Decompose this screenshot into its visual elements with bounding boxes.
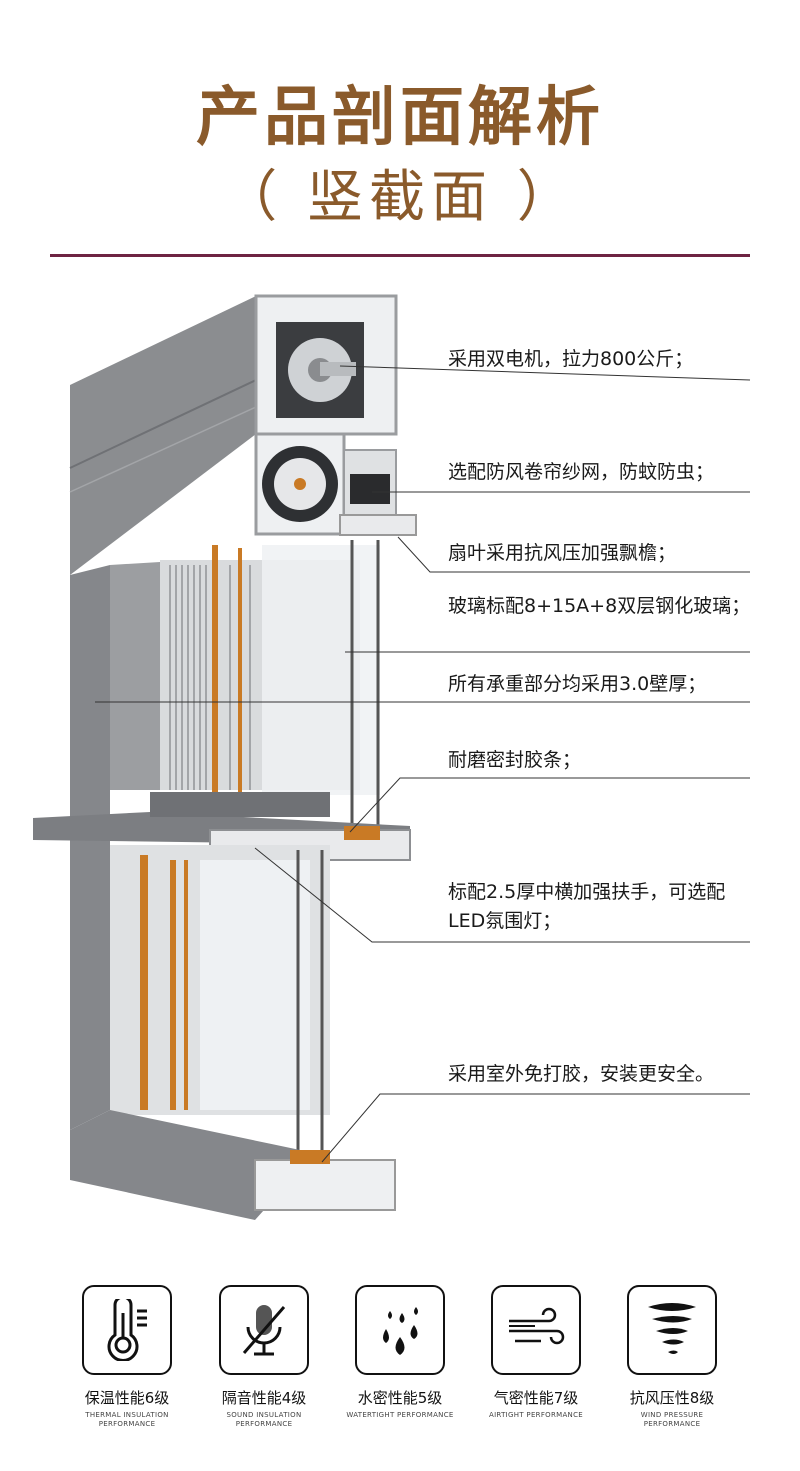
feature-sublabel: AIRTIGHT PERFORMANCE bbox=[488, 1411, 584, 1419]
page-title: 产品剖面解析 bbox=[196, 81, 604, 155]
wind-icon bbox=[491, 1285, 581, 1375]
feature-wind-pressure: 抗风压性8级 WIND PRESSURE PERFORMANCE bbox=[597, 1285, 747, 1429]
page-subtitle: （ 竖截面 ） bbox=[221, 165, 579, 230]
feature-label: 抗风压性8级 bbox=[629, 1389, 715, 1407]
feature-sublabel: SOUND INSULATION PERFORMANCE bbox=[226, 1411, 302, 1428]
callout-motor: 采用双电机，拉力800公斤； bbox=[448, 348, 694, 370]
feature-air: 气密性能7级 AIRTIGHT PERFORMANCE bbox=[461, 1285, 611, 1420]
muted-microphone-icon bbox=[219, 1285, 309, 1375]
callout-screen: 选配防风卷帘纱网，防蚊防虫； bbox=[448, 461, 715, 483]
feature-sublabel: WATERTIGHT PERFORMANCE bbox=[346, 1411, 454, 1419]
water-drops-icon bbox=[355, 1285, 445, 1375]
feature-label: 水密性能5级 bbox=[357, 1389, 443, 1407]
feature-label: 保温性能6级 bbox=[84, 1389, 170, 1407]
window-section-illustration bbox=[33, 294, 751, 1220]
feature-sublabel: THERMAL INSULATION PERFORMANCE bbox=[85, 1411, 169, 1428]
callout-installation: 采用室外免打胶，安装更安全。 bbox=[448, 1063, 715, 1085]
feature-water: 水密性能5级 WATERTIGHT PERFORMANCE bbox=[325, 1285, 475, 1420]
feature-label: 隔音性能4级 bbox=[221, 1389, 307, 1407]
callout-wall-thickness: 所有承重部分均采用3.0壁厚； bbox=[448, 673, 707, 695]
callout-glass: 玻璃标配8+15A+8双层钢化玻璃； bbox=[448, 595, 751, 617]
callout-sash-eave: 扇叶采用抗风压加强飘檐； bbox=[448, 542, 677, 564]
feature-label: 气密性能7级 bbox=[493, 1389, 579, 1407]
callout-handrail: 标配2.5厚中横加强扶手，可选配LED氛围灯； bbox=[448, 881, 726, 932]
feature-sound: 隔音性能4级 SOUND INSULATION PERFORMANCE bbox=[189, 1285, 339, 1429]
callout-seal-strip: 耐磨密封胶条； bbox=[448, 749, 582, 771]
divider bbox=[50, 254, 750, 257]
tornado-icon bbox=[627, 1285, 717, 1375]
thermometer-icon bbox=[82, 1285, 172, 1375]
feature-sublabel: WIND PRESSURE PERFORMANCE bbox=[640, 1411, 704, 1428]
feature-thermal: 保温性能6级 THERMAL INSULATION PERFORMANCE bbox=[52, 1285, 202, 1429]
